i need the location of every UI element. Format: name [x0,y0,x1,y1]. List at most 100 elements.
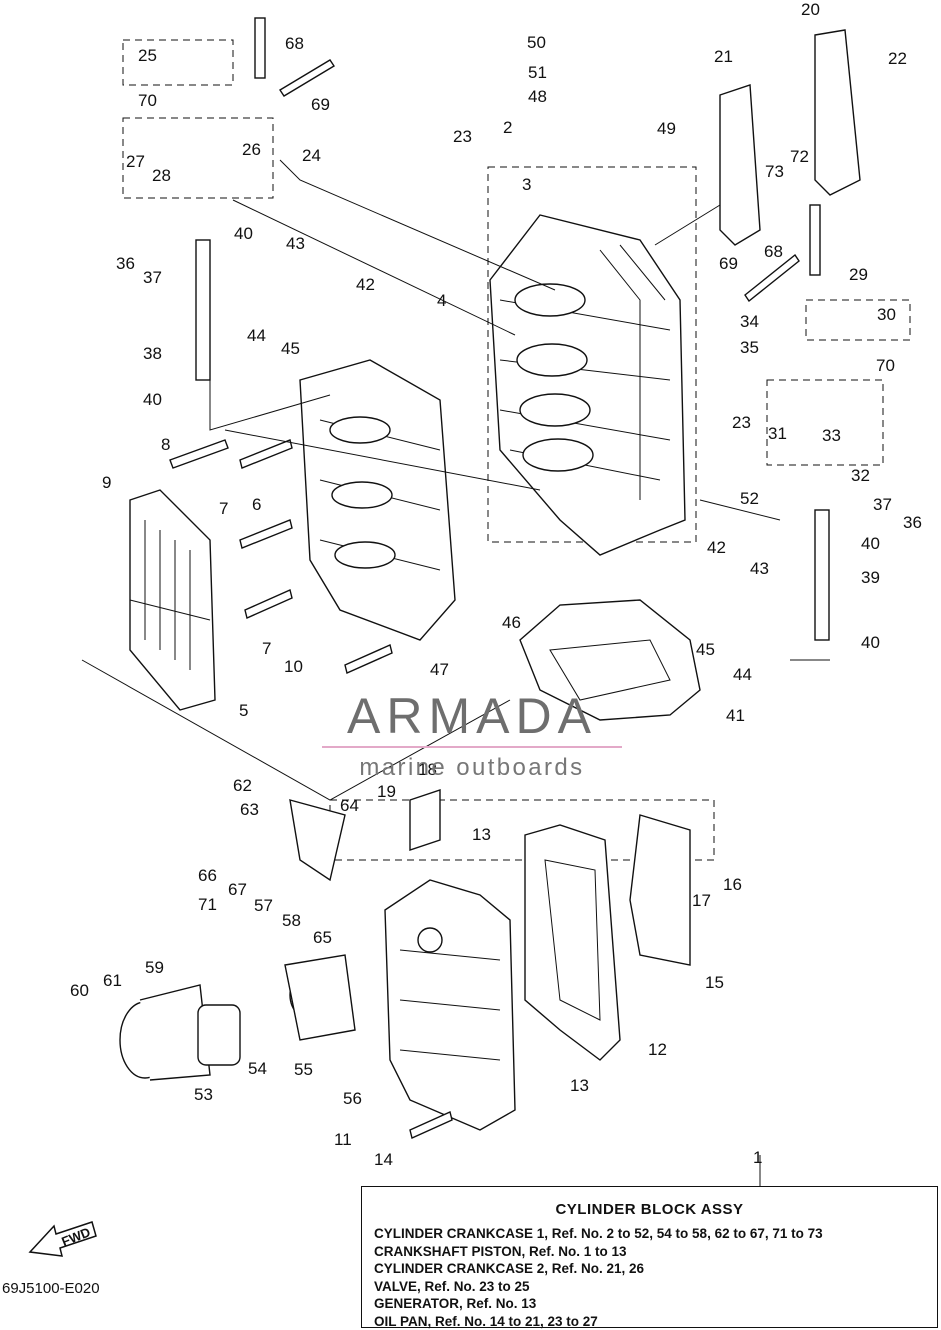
callout-41: 41 [726,706,745,725]
fwd-label: FWD [59,1224,92,1249]
callout-14: 14 [374,1150,393,1169]
callout-44a: 44 [247,326,266,345]
callout-70a: 70 [138,91,157,110]
callout-7b: 7 [262,639,271,658]
callout-66: 66 [198,866,217,885]
legend-line: CYLINDER CRANKCASE 1, Ref. No. 2 to 52, … [374,1226,823,1241]
callout-72: 72 [790,147,809,166]
callout-42a: 42 [356,275,375,294]
watermark: ARMADA marine outboards [312,690,632,782]
callout-31: 31 [768,424,787,443]
callout-49: 49 [657,119,676,138]
callout-1: 1 [753,1148,762,1167]
callout-10: 10 [284,657,303,676]
callout-44b: 44 [733,665,752,684]
callout-43b: 43 [750,559,769,578]
callout-23a: 23 [453,127,472,146]
callout-46: 46 [502,613,521,632]
callout-18: 18 [418,760,437,779]
callout-69b: 69 [719,254,738,273]
callout-73: 73 [765,162,784,181]
watermark-tagline: marine outboards [359,754,585,781]
callout-23b: 23 [732,413,751,432]
callout-13b: 13 [570,1076,589,1095]
callout-16: 16 [723,875,742,894]
callout-47: 47 [430,660,449,679]
callout-52: 52 [740,489,759,508]
exhaust-cover-20 [814,29,861,196]
callout-42b: 42 [707,538,726,557]
callout-53: 53 [194,1085,213,1104]
legend-line: OIL PAN, Ref. No. 14 to 21, 23 to 27 [374,1313,598,1329]
callout-48: 48 [528,87,547,106]
callout-69a: 69 [311,95,330,114]
callout-33: 33 [822,426,841,445]
callout-27: 27 [126,152,145,171]
callout-11: 11 [334,1130,352,1149]
legend-title: CYLINDER BLOCK ASSY [555,1201,744,1218]
callout-32: 32 [851,466,870,485]
callout-2: 2 [503,118,512,137]
callout-5: 5 [239,701,248,720]
watermark-rule [322,746,622,748]
callout-38: 38 [143,344,162,363]
fwd-arrow-icon: FWD [28,1221,97,1257]
callout-39: 39 [861,568,880,587]
callout-37a: 37 [143,268,162,287]
callout-37b: 37 [873,495,892,514]
legend-line: CRANKSHAFT PISTON, Ref. No. 1 to 13 [374,1243,627,1259]
callout-45a: 45 [281,339,300,358]
callout-24: 24 [302,146,321,165]
callout-3: 3 [522,175,531,194]
callout-62: 62 [233,776,252,795]
legend-line: CYLINDER CRANKCASE 2, Ref. No. 21, 26 [374,1261,645,1276]
callout-labels: 1 2 3 4 5 6 7 7 8 9 10 11 12 13 13 14 15… [70,0,922,1169]
callout-34: 34 [740,312,759,331]
callout-6: 6 [252,495,261,514]
callout-55: 55 [294,1060,313,1079]
callout-28: 28 [152,166,171,185]
legend-lines: CYLINDER CRANKCASE 1, Ref. No. 2 to 52, … [374,1225,823,1330]
callout-58: 58 [282,911,301,930]
gasket [519,599,701,721]
oil-filter-assembly [119,954,356,1081]
callout-7a: 7 [219,499,228,518]
callout-17: 17 [692,891,711,910]
callout-70b: 70 [876,356,895,375]
callout-54: 54 [248,1059,267,1078]
callout-40a: 40 [234,224,253,243]
oil-pan-gasket [524,824,621,1061]
callout-13a: 13 [472,825,491,844]
callout-56: 56 [343,1089,362,1108]
callout-36b: 36 [903,513,922,532]
callout-63: 63 [240,800,259,819]
callout-67: 67 [228,880,247,899]
cover-plate-15 [629,814,691,966]
callout-15: 15 [705,973,724,992]
callout-51: 51 [528,63,547,82]
callout-25: 25 [138,46,157,65]
callout-40c: 40 [861,534,880,553]
callout-8: 8 [161,435,170,454]
diagram-code: 69J5100-E020 [2,1280,100,1297]
crankcase [299,359,456,641]
callout-4: 4 [437,291,446,310]
callout-71: 71 [198,895,217,914]
callout-61: 61 [103,971,122,990]
callout-60: 60 [70,981,89,1000]
oil-pan-housing [384,879,516,1131]
callout-9: 9 [102,473,111,492]
callout-35: 35 [740,338,759,357]
cylinder-block [489,214,686,556]
callout-65: 65 [313,928,332,947]
callout-43a: 43 [286,234,305,253]
leader-lines [81,159,830,1186]
callout-22: 22 [888,49,907,68]
callout-40d: 40 [861,633,880,652]
callout-12: 12 [648,1040,667,1059]
callout-19: 19 [377,782,396,801]
exhaust-gasket-21 [719,84,761,246]
callout-57: 57 [254,896,273,915]
callout-36a: 36 [116,254,135,273]
